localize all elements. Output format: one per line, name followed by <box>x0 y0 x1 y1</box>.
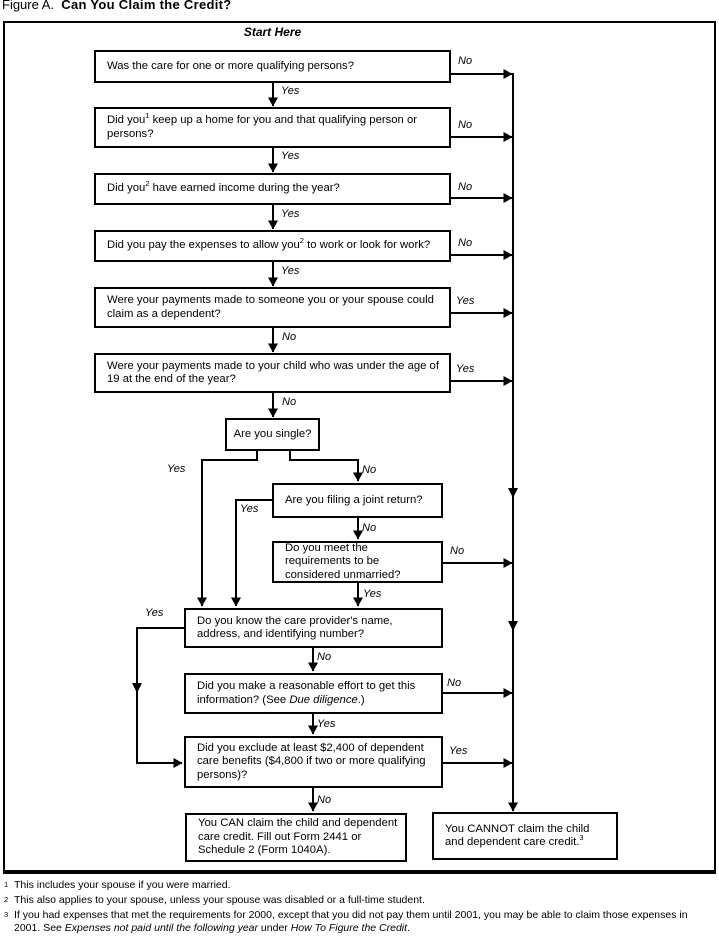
figure-title-main: Can You Claim the Credit? <box>61 0 232 12</box>
connector-b7-yes <box>197 451 258 607</box>
edge-label-b9-yes: Yes <box>363 588 382 600</box>
node-expenses-to-work: Did you pay the expenses to allow you2 t… <box>94 230 451 262</box>
node-cannot-claim: You CANNOT claim the child and dependent… <box>432 812 618 860</box>
node-text: Are you filing a joint return? <box>285 493 423 506</box>
edge-label-b7-no: No <box>362 464 377 476</box>
connector-b7-no <box>289 451 363 482</box>
node-text: Do you meet the requirements to be consi… <box>285 541 401 581</box>
node-text: Did you2 have earned income during the y… <box>107 179 340 195</box>
node-text: You CAN claim the child and dependent ca… <box>198 817 398 857</box>
figure-title-prefix: Figure A. <box>2 0 55 12</box>
collector-mid-arrow-1 <box>508 488 518 498</box>
node-can-claim: You CAN claim the child and dependent ca… <box>185 813 407 862</box>
node-text: Did you exclude at least $2,400 of depen… <box>197 741 426 781</box>
collector-mid-arrow-2 <box>508 621 518 631</box>
edge-label-b5-yes: Yes <box>456 295 475 307</box>
node-keep-up-home: Did you1 keep up a home for you and that… <box>94 107 451 148</box>
edge-label-b8-yes: Yes <box>240 503 259 515</box>
figure-border <box>3 21 716 874</box>
node-text: Are you single? <box>233 427 312 440</box>
edge-label-b10-no: No <box>317 651 332 663</box>
edge-label-b3-no: No <box>458 181 473 193</box>
left-line-mid-arrow <box>132 683 142 693</box>
node-text: Were your payments made to someone you o… <box>107 294 434 320</box>
node-are-you-single: Are you single? <box>225 418 320 451</box>
node-text: Were your payments made to your child wh… <box>107 359 439 386</box>
figure-title: Figure A. Can You Claim the Credit? <box>2 0 232 12</box>
edge-label-b11-no: No <box>447 677 462 689</box>
node-text: Did you make a reasonable effort to get … <box>197 680 416 706</box>
node-text: Do you know the care provider's name, ad… <box>197 614 393 641</box>
node-text: Was the care for one or more qualifying … <box>107 59 354 72</box>
node-payments-to-dependent: Were your payments made to someone you o… <box>94 287 451 328</box>
edge-label-b1-yes: Yes <box>281 85 300 97</box>
edge-label-b8-no: No <box>362 522 377 534</box>
node-provider-info: Do you know the care provider's name, ad… <box>184 608 443 648</box>
edge-label-b6-no: No <box>282 396 297 408</box>
connector-b10-yes <box>136 627 184 768</box>
node-text: You CANNOT claim the child and dependent… <box>445 822 590 849</box>
node-exclude-benefits: Did you exclude at least $2,400 of depen… <box>184 736 443 788</box>
edge-label-b2-yes: Yes <box>281 150 300 162</box>
edge-label-b6-yes: Yes <box>456 363 475 375</box>
node-considered-unmarried: Do you meet the requirements to be consi… <box>272 541 443 583</box>
edge-label-b4-yes: Yes <box>281 265 300 277</box>
edge-label-b1-no: No <box>458 55 473 67</box>
start-here-label: Start Here <box>243 25 302 39</box>
edge-label-b2-no: No <box>458 119 473 131</box>
edge-label-b5-no: No <box>282 331 297 343</box>
edge-label-b9-no: No <box>450 545 465 557</box>
node-reasonable-effort: Did you make a reasonable effort to get … <box>184 673 443 714</box>
edge-label-b3-yes: Yes <box>281 208 300 220</box>
node-qualifying-persons: Was the care for one or more qualifying … <box>94 50 451 83</box>
edge-label-b12-yes: Yes <box>449 745 468 757</box>
edge-label-b10-yes: Yes <box>145 607 164 619</box>
node-text: Did you1 keep up a home for you and that… <box>107 111 418 140</box>
node-earned-income: Did you2 have earned income during the y… <box>94 173 451 205</box>
connector-b8-yes <box>231 499 272 607</box>
edge-label-b4-no: No <box>458 237 473 249</box>
node-text: Did you pay the expenses to allow you2 t… <box>107 236 431 252</box>
edge-label-b11-yes: Yes <box>317 718 336 730</box>
edge-label-b7-yes: Yes <box>167 463 186 475</box>
edge-label-b12-no: No <box>317 794 332 806</box>
node-joint-return: Are you filing a joint return? <box>272 483 443 518</box>
node-payments-to-child-under-19: Were your payments made to your child wh… <box>94 353 451 393</box>
